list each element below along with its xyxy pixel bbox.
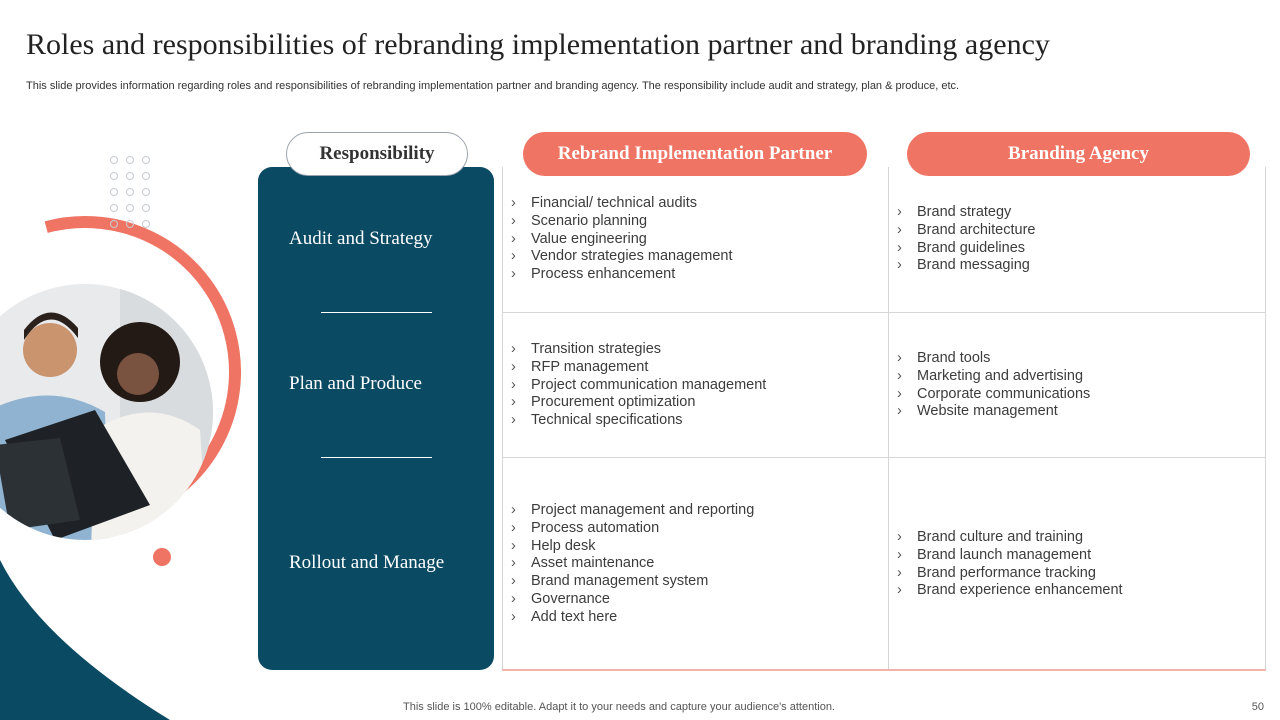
responsibility-column: Audit and Strategy Plan and Produce Roll…: [258, 167, 494, 670]
list-item: Technical specifications: [511, 412, 766, 430]
list-item: Scenario planning: [511, 213, 733, 231]
partner-list-rollout: Project management and reporting Process…: [511, 502, 754, 627]
grid-bottom-line: [502, 669, 1266, 671]
list-item: Brand architecture: [897, 222, 1035, 240]
grid-line: [1265, 167, 1266, 670]
list-item: Brand management system: [511, 573, 754, 591]
responsibility-table: Financial/ technical audits Scenario pla…: [502, 167, 1266, 671]
grid-line: [502, 457, 1266, 458]
grid-line: [888, 167, 889, 670]
list-item: Brand performance tracking: [897, 565, 1123, 583]
page-number: 50: [1251, 701, 1264, 713]
list-item: Asset maintenance: [511, 555, 754, 573]
partner-list-audit: Financial/ technical audits Scenario pla…: [511, 195, 733, 284]
decorative-dot-grid: [110, 156, 150, 228]
decorative-photo-art: [0, 150, 260, 720]
list-item: Brand culture and training: [897, 529, 1123, 547]
list-item: Project communication management: [511, 377, 766, 395]
grid-line: [502, 312, 1266, 313]
header-implementation-partner: Rebrand Implementation Partner: [523, 132, 867, 176]
header-branding-agency: Branding Agency: [907, 132, 1250, 176]
list-item: Procurement optimization: [511, 394, 766, 412]
row-divider: [321, 312, 432, 313]
list-item: Transition strategies: [511, 341, 766, 359]
slide-title: Roles and responsibilities of rebranding…: [26, 28, 1050, 61]
list-item: Project management and reporting: [511, 502, 754, 520]
list-item: Brand tools: [897, 350, 1090, 368]
row-label-rollout: Rollout and Manage: [289, 552, 445, 573]
grid-line: [502, 167, 503, 670]
slide-footer: This slide is 100% editable. Adapt it to…: [403, 701, 835, 713]
agency-list-plan: Brand tools Marketing and advertising Co…: [897, 350, 1090, 421]
list-item: Brand experience enhancement: [897, 582, 1123, 600]
list-item: Brand strategy: [897, 204, 1035, 222]
list-item: Financial/ technical audits: [511, 195, 733, 213]
header-responsibility: Responsibility: [286, 132, 468, 176]
list-item: Vendor strategies management: [511, 248, 733, 266]
list-item: Value engineering: [511, 231, 733, 249]
list-item: Governance: [511, 591, 754, 609]
list-item: Process automation: [511, 520, 754, 538]
partner-list-plan: Transition strategies RFP management Pro…: [511, 341, 766, 430]
list-item: Website management: [897, 403, 1090, 421]
list-item: Corporate communications: [897, 386, 1090, 404]
list-item: Add text here: [511, 609, 754, 627]
list-item: Brand launch management: [897, 547, 1123, 565]
agency-list-audit: Brand strategy Brand architecture Brand …: [897, 204, 1035, 275]
row-label-audit: Audit and Strategy: [289, 228, 433, 249]
slide-subtitle: This slide provides information regardin…: [26, 80, 960, 92]
list-item: RFP management: [511, 359, 766, 377]
row-divider: [321, 457, 432, 458]
list-item: Brand messaging: [897, 257, 1035, 275]
list-item: Help desk: [511, 538, 754, 556]
row-label-plan: Plan and Produce: [289, 373, 422, 394]
list-item: Brand guidelines: [897, 240, 1035, 258]
agency-list-rollout: Brand culture and training Brand launch …: [897, 529, 1123, 600]
list-item: Marketing and advertising: [897, 368, 1090, 386]
list-item: Process enhancement: [511, 266, 733, 284]
